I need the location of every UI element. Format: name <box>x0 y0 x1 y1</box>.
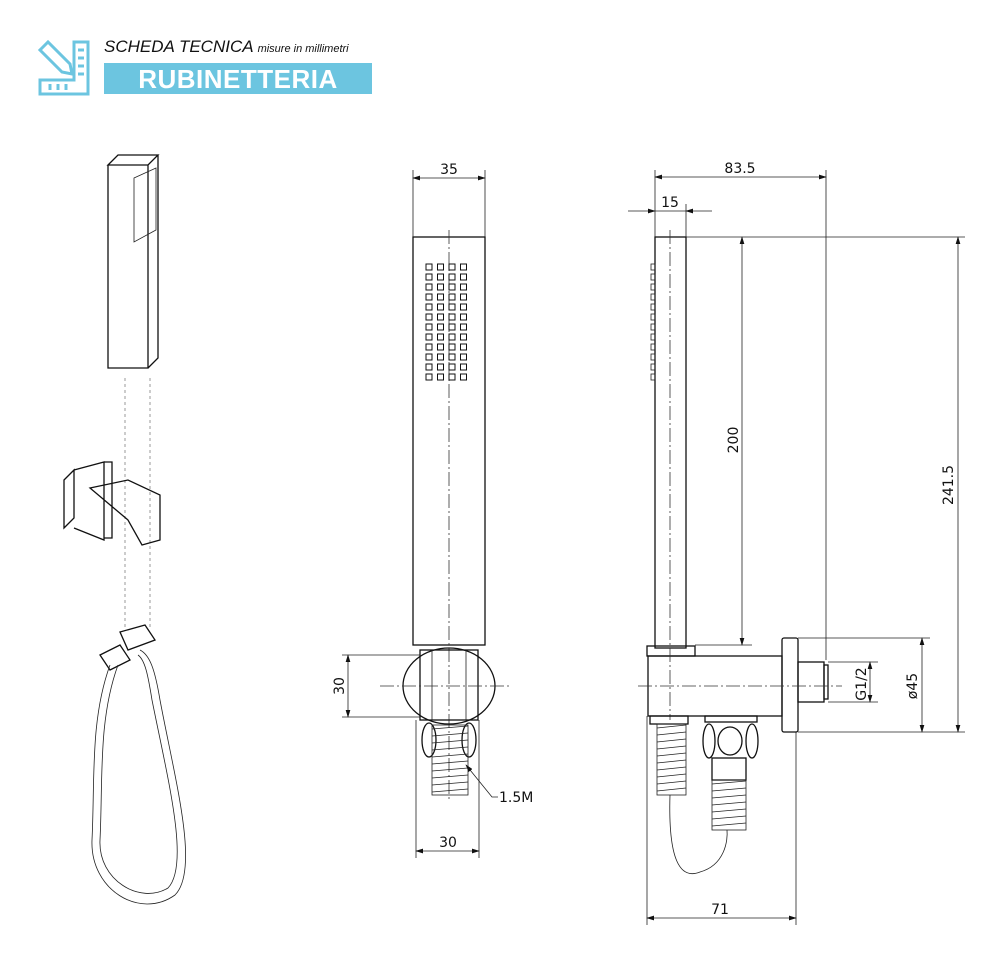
dim-holder-depth: 71 <box>711 902 729 918</box>
nozzle <box>460 333 467 341</box>
nozzle <box>425 293 433 301</box>
nozzle <box>650 283 656 291</box>
nozzle <box>448 373 456 381</box>
dim-width-bottom: 30 <box>439 835 457 851</box>
nozzle <box>437 283 444 291</box>
dim-total-depth: 83.5 <box>724 161 755 177</box>
exploded-view <box>63 154 186 905</box>
spray-nozzles <box>425 263 467 381</box>
nozzle <box>650 263 656 271</box>
nozzle <box>437 273 444 281</box>
nozzle <box>448 303 456 311</box>
nozzle <box>437 343 444 351</box>
nozzle <box>425 363 433 371</box>
dim-handle-length: 200 <box>726 427 742 454</box>
nozzle <box>460 363 467 371</box>
nozzle <box>437 363 444 371</box>
nozzle <box>650 303 656 311</box>
nozzle <box>448 353 456 361</box>
nozzle <box>437 303 444 311</box>
nozzle <box>437 353 444 361</box>
nozzle <box>448 293 456 301</box>
nozzle <box>460 273 467 281</box>
nozzle <box>425 323 433 331</box>
nozzle <box>425 273 433 281</box>
nozzle <box>650 333 656 341</box>
dim-flange-diameter: ø45 <box>905 673 921 699</box>
nozzle <box>448 323 456 331</box>
nozzle <box>425 343 433 351</box>
nozzle <box>448 333 456 341</box>
nozzle <box>448 363 456 371</box>
nozzle <box>437 323 444 331</box>
dim-thread: G1/2 <box>854 667 870 700</box>
nozzle <box>425 353 433 361</box>
nozzle <box>460 373 467 381</box>
nozzle <box>437 293 444 301</box>
nozzle <box>460 303 467 311</box>
nozzle <box>460 353 467 361</box>
nozzle <box>650 373 656 381</box>
dim-hose-length: 1.5M <box>499 790 533 806</box>
nozzle <box>425 303 433 311</box>
nozzle <box>460 313 467 321</box>
nozzle <box>448 273 456 281</box>
nozzle <box>650 323 656 331</box>
dim-handle-thickness: 15 <box>661 195 679 211</box>
nozzle <box>437 333 444 341</box>
category-banner: RUBINETTERIA <box>104 63 372 94</box>
nozzle <box>437 373 444 381</box>
nozzle <box>425 373 433 381</box>
nozzle <box>425 333 433 341</box>
nozzle <box>448 343 456 351</box>
nozzle <box>650 363 656 371</box>
nozzle <box>650 313 656 321</box>
dim-width-top: 35 <box>440 162 458 178</box>
nozzle <box>448 283 456 291</box>
nozzle <box>448 313 456 321</box>
ruler-pencil-icon <box>37 39 90 96</box>
nozzle <box>460 323 467 331</box>
nozzle <box>425 283 433 291</box>
nozzle <box>425 263 433 271</box>
nozzle <box>460 283 467 291</box>
nozzle <box>437 313 444 321</box>
nozzle <box>650 293 656 301</box>
front-view: 35 30 1.5M 30 <box>332 162 533 858</box>
nozzle <box>650 273 656 281</box>
nozzle <box>460 343 467 351</box>
dim-total-height: 241.5 <box>941 465 957 505</box>
nozzle <box>448 263 456 271</box>
side-view: 83.5 15 200 241.5 G1/2 ø45 71 <box>628 161 965 925</box>
nozzle <box>650 343 656 351</box>
nozzle <box>425 313 433 321</box>
dim-holder-height: 30 <box>332 677 348 695</box>
nozzle <box>437 263 444 271</box>
nozzle <box>460 293 467 301</box>
nozzle <box>650 353 656 361</box>
nozzle <box>460 263 467 271</box>
units-note: misure in millimetri <box>257 43 349 55</box>
